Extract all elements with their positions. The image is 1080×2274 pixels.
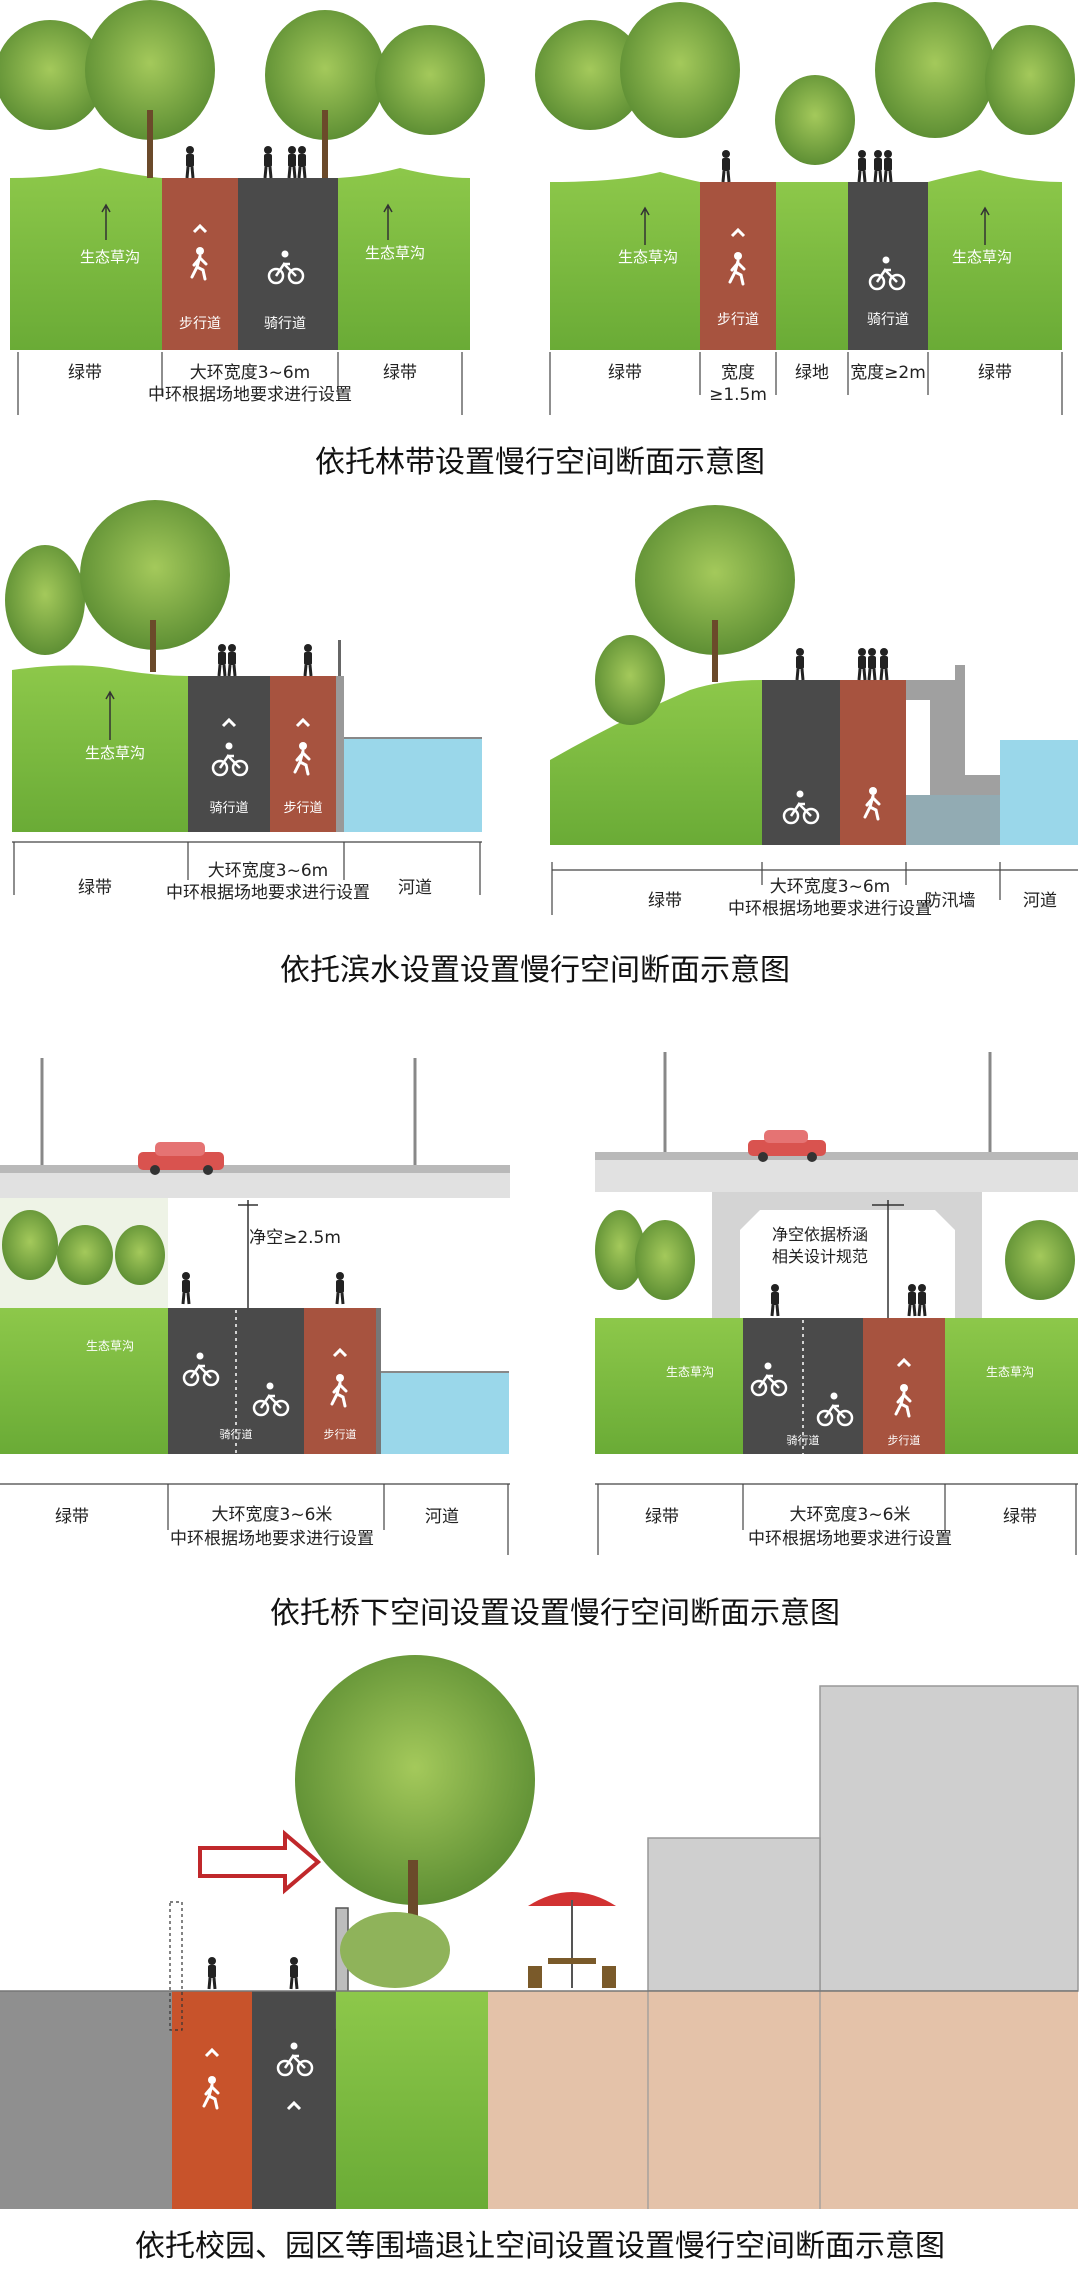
s1l-dim-green-left: 绿带: [68, 363, 102, 383]
s3r-dim-green-left: 绿带: [645, 1507, 679, 1527]
s2l-walk-label: 步行道: [283, 801, 322, 816]
s1l-dim-green-right: 绿带: [383, 363, 417, 383]
s1l-dim-center-2: 中环根据场地要求进行设置: [148, 385, 352, 405]
s2l-dim-center-1: 大环宽度3~6m: [208, 861, 328, 881]
s1r-dim-bike: 宽度≥2m: [850, 363, 926, 383]
s1l-ditch-right: 生态草沟: [365, 244, 425, 262]
s3r-bike-label: 骑行道: [787, 1433, 820, 1447]
s3r-dim-center-2: 中环根据场地要求进行设置: [748, 1529, 952, 1549]
s2r-dim-green: 绿带: [648, 891, 682, 911]
umbrella-icon: [528, 1892, 616, 1988]
s1r-ditch-right: 生态草沟: [952, 248, 1012, 266]
s1l-bike-label: 骑行道: [264, 316, 306, 332]
s3r-ditch-right: 生态草沟: [986, 1365, 1034, 1379]
s1r-dim-mid: 绿地: [795, 363, 829, 383]
section1-title: 依托林带设置慢行空间断面示意图: [315, 445, 765, 480]
s3l-dim-river: 河道: [425, 1507, 459, 1527]
s3r-dim-center-1: 大环宽度3~6米: [790, 1505, 911, 1525]
s2r-dim-river: 河道: [1023, 891, 1057, 911]
section3-title: 依托桥下空间设置设置慢行空间断面示意图: [270, 1596, 840, 1631]
section2-right-diagram: 绿带 大环宽度3~6m 中环根据场地要求进行设置 防汛墙 河道: [550, 505, 1078, 919]
section4-title: 依托校园、园区等围墙退让空间设置设置慢行空间断面示意图: [135, 2229, 945, 2264]
s1r-bike-label: 骑行道: [867, 312, 909, 328]
s2l-dim-green: 绿带: [78, 878, 112, 898]
s2r-dim-center-1: 大环宽度3~6m: [770, 877, 890, 897]
s3l-walk-label: 步行道: [324, 1427, 357, 1441]
s3l-dim-center-1: 大环宽度3~6米: [212, 1505, 333, 1525]
car-icon-2: [748, 1130, 826, 1162]
s1r-dim-green-right: 绿带: [978, 363, 1012, 383]
s1l-dim-center-1: 大环宽度3~6m: [190, 363, 310, 383]
s3l-clearance: 净空≥2.5m: [249, 1228, 341, 1248]
s2r-dim-center-2: 中环根据场地要求进行设置: [728, 899, 932, 919]
s3r-ditch-left: 生态草沟: [666, 1365, 714, 1379]
section1-left-diagram: 生态草沟 生态草沟 步行道 骑行道 绿带 大环宽度3~6m 中环根据场地要求进行…: [0, 0, 485, 415]
s3l-dim-green: 绿带: [55, 1507, 89, 1527]
s3r-clearance-1: 净空依据桥涵: [772, 1225, 868, 1244]
section4-campus-diagram: [0, 1655, 1079, 2209]
car-icon: [138, 1142, 224, 1175]
section1-right-diagram: 生态草沟 生态草沟 步行道 骑行道 绿带 宽度 ≥1.5m 绿地 宽度≥2m 绿…: [535, 2, 1075, 415]
s2l-dim-center-2: 中环根据场地要求进行设置: [166, 883, 370, 903]
s1r-dim-walk-1: 宽度: [721, 363, 755, 383]
s3r-clearance-2: 相关设计规范: [772, 1247, 868, 1266]
section3-right-diagram: 净空依据桥涵 相关设计规范 生态草沟 生态草沟 骑行道 步行道 绿带 大环宽度3…: [595, 1052, 1078, 1555]
s3r-dim-green-right: 绿带: [1003, 1507, 1037, 1527]
s3r-walk-label: 步行道: [888, 1433, 921, 1447]
s3l-ditch: 生态草沟: [86, 1339, 134, 1353]
s3l-bike-label: 骑行道: [220, 1427, 253, 1441]
s1l-walk-label: 步行道: [179, 316, 221, 332]
s3l-dim-center-2: 中环根据场地要求进行设置: [170, 1529, 374, 1549]
s1l-ditch-left: 生态草沟: [80, 248, 140, 266]
section3-left-diagram: 净空≥2.5m 生态草沟 骑行道 步行道 绿带 大环宽度3~6米 中环根据场地要…: [0, 1058, 510, 1555]
section2-title: 依托滨水设置设置慢行空间断面示意图: [280, 953, 790, 988]
s2l-ditch: 生态草沟: [85, 744, 145, 762]
section2-left-diagram: 生态草沟 骑行道 步行道 绿带 大环宽度3~6m 中环根据场地要求进行设置 河道: [5, 500, 482, 903]
s1r-ditch-left: 生态草沟: [618, 248, 678, 266]
s1r-dim-walk-2: ≥1.5m: [709, 385, 767, 405]
s1r-dim-green-left: 绿带: [608, 363, 642, 383]
s2r-dim-wall: 防汛墙: [925, 891, 976, 911]
s1r-walk-label: 步行道: [717, 312, 759, 328]
s2l-dim-river: 河道: [398, 878, 432, 898]
s2l-bike-label: 骑行道: [209, 801, 248, 816]
